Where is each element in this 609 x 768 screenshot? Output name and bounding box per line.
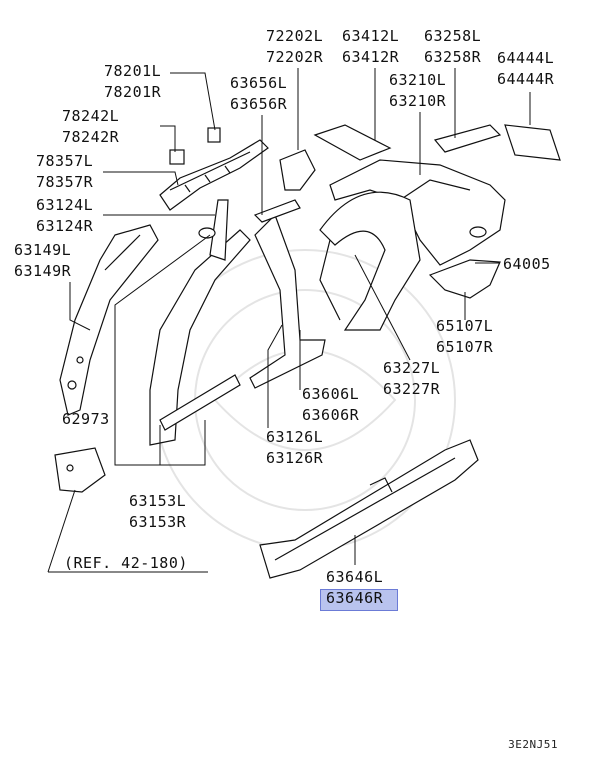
label-63656-l: 63656L — [230, 74, 288, 92]
label-63258-l: 63258L — [424, 27, 482, 45]
label-62973-code: 62973 — [62, 410, 110, 428]
label-63227-r: 63227R — [383, 380, 441, 398]
label-78242[interactable]: 78242L 78242R — [62, 106, 119, 148]
side-sill-part[interactable] — [259, 439, 479, 579]
center-pillar-part[interactable] — [149, 199, 251, 446]
front-pillar-part[interactable] — [59, 224, 159, 416]
label-63126-r: 63126R — [266, 449, 324, 467]
label-63646[interactable]: 63646L 63646R — [326, 567, 383, 609]
label-64444[interactable]: 64444L 64444R — [497, 48, 554, 90]
label-63126[interactable]: 63126L 63126R — [266, 427, 323, 469]
label-62973[interactable]: 62973 — [62, 409, 110, 430]
label-63606[interactable]: 63606L 63606R — [302, 384, 359, 426]
label-63412-l: 63412L — [342, 27, 400, 45]
label-63412[interactable]: 63412L 63412R — [342, 26, 399, 68]
label-78242-r: 78242R — [62, 128, 120, 146]
highlight-box — [320, 589, 398, 611]
label-64005[interactable]: 64005 — [503, 254, 551, 275]
label-78201[interactable]: 78201L 78201R — [104, 61, 161, 103]
label-63210-l: 63210L — [389, 71, 447, 89]
label-63124-r: 63124R — [36, 217, 94, 235]
label-63656-r: 63656R — [230, 95, 288, 113]
quarter-panel-part[interactable] — [329, 159, 506, 266]
label-64444-l: 64444L — [497, 49, 555, 67]
label-63412-r: 63412R — [342, 48, 400, 66]
rear-bracket-part[interactable] — [428, 259, 501, 299]
reference-label[interactable]: (REF. 42-180) — [64, 554, 188, 572]
wheel-house-part[interactable] — [319, 191, 421, 331]
label-78242-l: 78242L — [62, 107, 120, 125]
label-63153-r: 63153R — [129, 513, 187, 531]
label-63606-r: 63606R — [302, 406, 360, 424]
label-78357-l: 78357L — [36, 152, 94, 170]
label-63227-l: 63227L — [383, 359, 441, 377]
label-78357[interactable]: 78357L 78357R — [36, 151, 93, 193]
label-63153[interactable]: 63153L 63153R — [129, 491, 186, 533]
label-63606-l: 63606L — [302, 385, 360, 403]
label-78201-r: 78201R — [104, 83, 162, 101]
label-63227[interactable]: 63227L 63227R — [383, 358, 440, 400]
roof-rail-part[interactable] — [159, 127, 269, 211]
label-63210-r: 63210R — [389, 92, 447, 110]
label-63149-l: 63149L — [14, 241, 72, 259]
diagram-code: 3E2NJ51 — [508, 738, 558, 751]
label-63258[interactable]: 63258L 63258R — [424, 26, 481, 68]
label-64005-code: 64005 — [503, 255, 551, 273]
label-72202-r: 72202R — [266, 48, 324, 66]
label-64444-r: 64444R — [497, 70, 555, 88]
inner-pillar-part[interactable] — [249, 213, 326, 389]
label-63656[interactable]: 63656L 63656R — [230, 73, 287, 115]
label-65107-l: 65107L — [436, 317, 494, 335]
label-65107-r: 65107R — [436, 338, 494, 356]
label-72202-l: 72202L — [266, 27, 324, 45]
label-78201-l: 78201L — [104, 62, 162, 80]
label-63124-l: 63124L — [36, 196, 94, 214]
label-63124[interactable]: 63124L 63124R — [36, 195, 93, 237]
reinforcement-part[interactable] — [54, 447, 106, 493]
label-63258-r: 63258R — [424, 48, 482, 66]
label-63153-l: 63153L — [129, 492, 187, 510]
label-63646-r-highlighted[interactable]: 63646R — [326, 589, 384, 607]
label-78357-r: 78357R — [36, 173, 94, 191]
upper-rear-parts[interactable] — [253, 124, 561, 223]
label-63646-l: 63646L — [326, 568, 384, 586]
label-63149-r: 63149R — [14, 262, 72, 280]
label-63149[interactable]: 63149L 63149R — [14, 240, 71, 282]
label-65107[interactable]: 65107L 65107R — [436, 316, 493, 358]
label-72202[interactable]: 72202L 72202R — [266, 26, 323, 68]
label-63126-l: 63126L — [266, 428, 324, 446]
label-63210[interactable]: 63210L 63210R — [389, 70, 446, 112]
leader-lines — [47, 68, 531, 573]
